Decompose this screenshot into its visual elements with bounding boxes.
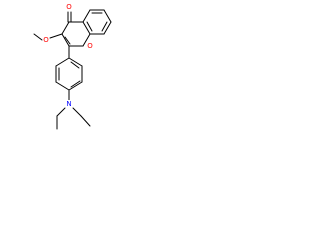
bond: [82, 33, 91, 47]
bond: [86, 21, 93, 32]
bond: [68, 57, 83, 67]
bond: [33, 33, 43, 41]
bond: [55, 57, 70, 67]
bond: [103, 9, 112, 23]
bond: [61, 21, 70, 35]
methoxy-oxygen-label: O: [43, 36, 49, 44]
structure-canvas: O O O N: [0, 0, 150, 150]
amine-nitrogen-label: N: [66, 100, 71, 108]
bond: [61, 33, 70, 47]
carbonyl-oxygen-atom: O: [65, 3, 73, 11]
molecule-diagram: O O O N: [33, 3, 112, 130]
bond: [82, 21, 91, 35]
bond: [82, 9, 91, 23]
bond: [70, 61, 80, 69]
bond: [49, 33, 63, 39]
atom-labels: O O O N: [42, 3, 94, 108]
ring-oxygen-label: O: [87, 42, 93, 50]
bond: [64, 36, 71, 45]
methoxy-oxygen-atom: O: [42, 36, 50, 44]
bond: [101, 21, 108, 32]
bond: [55, 81, 70, 91]
bond: [103, 21, 112, 35]
bonds: [33, 9, 112, 130]
carbonyl-oxygen-label: O: [66, 3, 72, 11]
ring-oxygen-atom: O: [86, 42, 94, 50]
bond: [56, 107, 66, 117]
bond: [80, 115, 91, 127]
bond: [72, 107, 82, 117]
bond: [70, 80, 81, 88]
amine-nitrogen-atom: N: [65, 100, 73, 108]
bond: [68, 81, 83, 91]
